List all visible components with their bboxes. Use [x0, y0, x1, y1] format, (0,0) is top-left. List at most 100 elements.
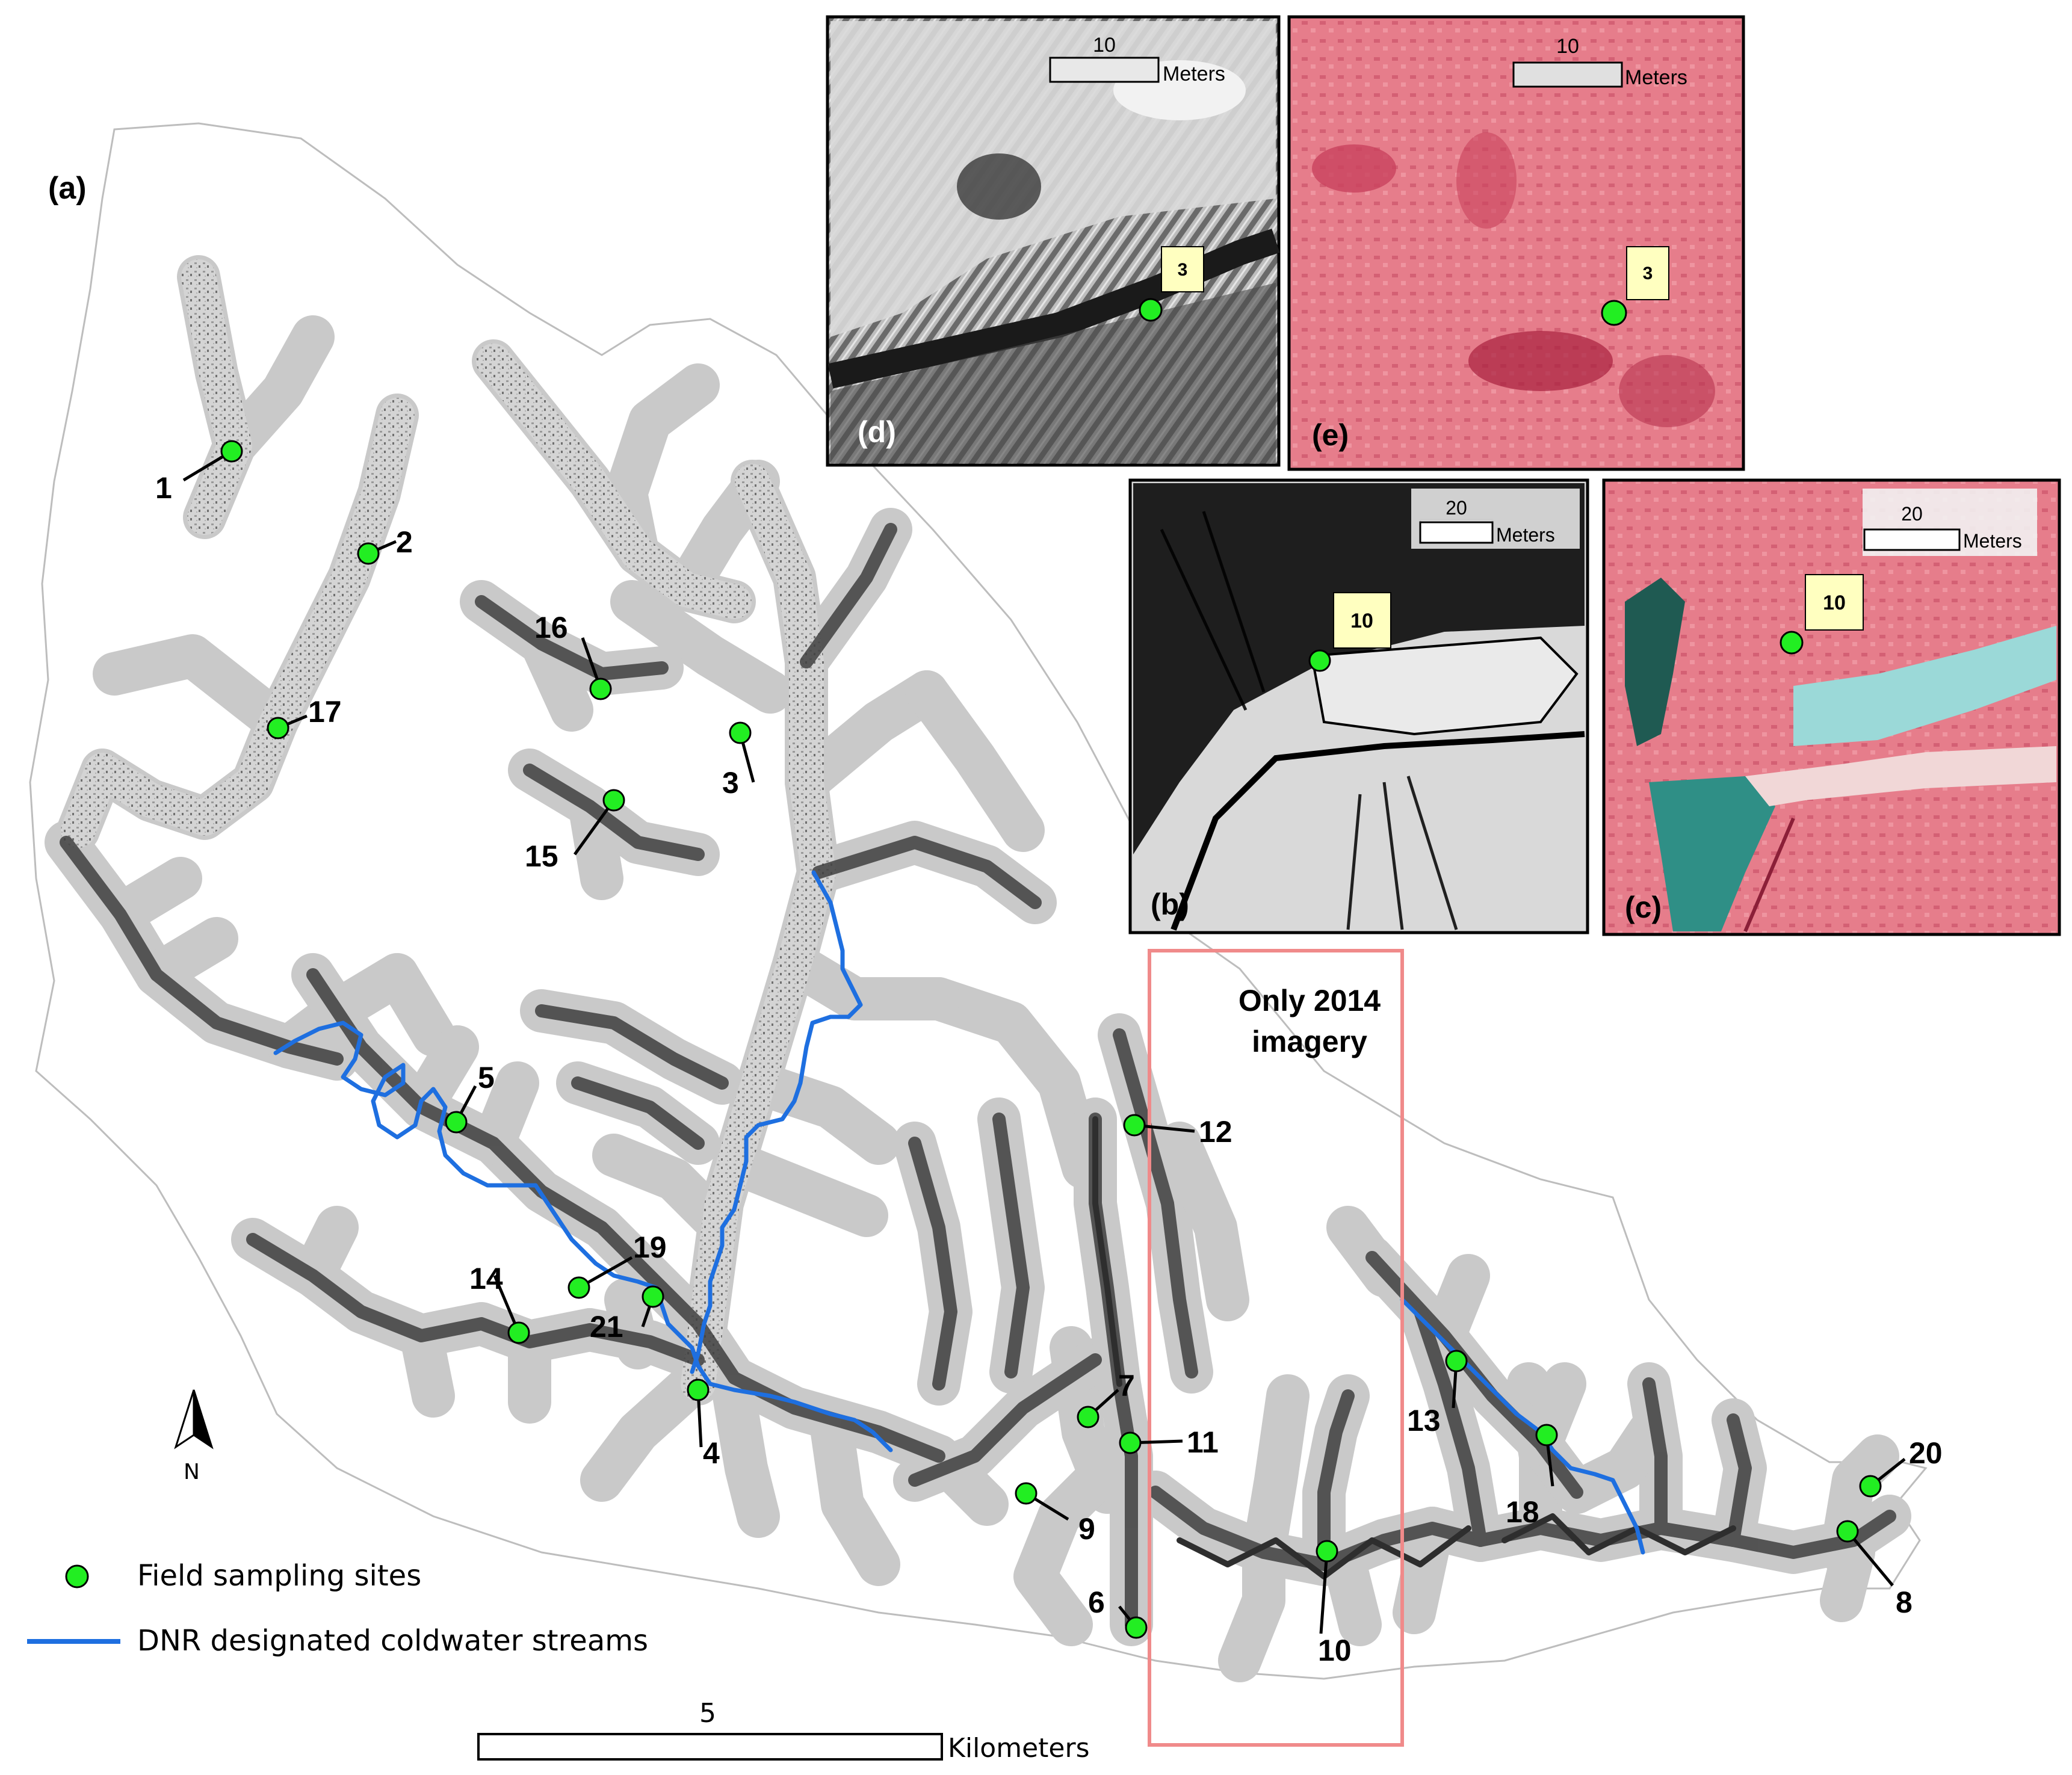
region-label-line1: Only 2014	[1239, 984, 1381, 1017]
site-9: 9	[1015, 1482, 1095, 1546]
inset-d-scale-value: 10	[1093, 34, 1116, 57]
inset-c-site-marker	[1780, 631, 1804, 655]
site-12: 12	[1123, 1114, 1232, 1149]
site-label: 14	[469, 1262, 503, 1295]
inset-e-scale-value: 10	[1556, 35, 1579, 58]
stream-line	[273, 1020, 893, 1452]
inset-e: 10 Meters 3 (e)	[1287, 15, 1745, 471]
inset-d-label: (d)	[858, 415, 896, 449]
site-marker	[729, 721, 752, 744]
site-6: 6	[1088, 1585, 1148, 1639]
site-21: 21	[590, 1285, 664, 1344]
scale-bar-unit: Kilometers	[948, 1733, 1090, 1764]
site-label: 3	[722, 766, 739, 800]
site-label: 4	[703, 1436, 720, 1470]
site-label: 20	[1909, 1436, 1943, 1470]
inset-d-site-marker	[1139, 298, 1163, 322]
site-marker	[267, 717, 289, 739]
site-label: 10	[1318, 1634, 1352, 1667]
inset-e-label: (e)	[1312, 418, 1349, 452]
site-marker	[602, 789, 625, 812]
inset-d-scale-unit: Meters	[1163, 63, 1225, 85]
inset-b: 20 Meters 10 (b)	[1128, 478, 1589, 934]
stream-line	[690, 870, 863, 1374]
site-1: 1	[155, 440, 243, 505]
site-label: 5	[478, 1061, 495, 1094]
site-14: 14	[469, 1262, 530, 1344]
site-18: 18	[1506, 1424, 1558, 1529]
valley-network	[45, 255, 1911, 1682]
site-marker	[589, 678, 612, 700]
inset-e-site-label: 3	[1643, 264, 1653, 283]
site-label: 2	[396, 525, 413, 559]
site-17: 17	[267, 695, 342, 739]
site-11: 11	[1119, 1425, 1219, 1459]
site-marker	[220, 440, 243, 463]
site-7: 7	[1077, 1369, 1135, 1428]
north-arrow: N	[174, 1389, 214, 1484]
site-marker	[1836, 1520, 1859, 1543]
inset-b-site-marker	[1308, 649, 1331, 672]
site-marker	[567, 1276, 590, 1299]
inset-c-site-label: 10	[1823, 591, 1846, 614]
scale-bar: 5 Kilometers	[477, 1698, 1090, 1764]
site-marker	[642, 1285, 664, 1308]
site-marker	[1316, 1540, 1338, 1563]
site-label: 11	[1187, 1425, 1219, 1459]
scale-bar-box	[477, 1733, 943, 1761]
site-label: 17	[308, 695, 342, 729]
site-13: 13	[1407, 1350, 1468, 1437]
site-marker	[1077, 1406, 1099, 1428]
site-marker	[1015, 1482, 1038, 1505]
site-4: 4	[687, 1378, 720, 1470]
only-2014-imagery-box	[1148, 949, 1404, 1747]
inset-c-scale-value: 20	[1901, 503, 1923, 525]
inset-e-site-marker	[1601, 300, 1627, 326]
site-label: 13	[1407, 1404, 1441, 1437]
site-label: 16	[534, 611, 568, 644]
site-16: 16	[534, 611, 612, 700]
inset-c: 20 Meters 10 (c)	[1602, 478, 2061, 936]
site-marker	[445, 1111, 468, 1134]
site-marker	[1859, 1475, 1882, 1498]
site-label: 21	[590, 1310, 623, 1344]
site-label: 1	[155, 471, 172, 505]
legend: Field sampling sites DNR designated cold…	[27, 1559, 648, 1658]
site-10: 10	[1316, 1540, 1352, 1667]
site-15: 15	[525, 789, 625, 873]
panel-a-label: (a)	[48, 171, 87, 206]
site-20: 20	[1859, 1436, 1943, 1498]
inset-e-scale-unit: Meters	[1625, 66, 1687, 89]
site-marker	[1125, 1616, 1148, 1639]
site-label: 7	[1118, 1369, 1135, 1403]
scale-bar-value: 5	[699, 1698, 716, 1729]
site-3: 3	[722, 721, 755, 800]
site-label: 6	[1088, 1585, 1105, 1619]
site-label: 9	[1078, 1512, 1095, 1546]
site-marker	[1119, 1431, 1142, 1454]
inset-c-label: (c)	[1625, 891, 1662, 924]
site-19: 19	[567, 1230, 667, 1299]
sampling-sites: 1 2 17 16 3 15 5	[155, 440, 1943, 1667]
site-marker	[1445, 1350, 1468, 1372]
inset-d-site-label: 3	[1178, 260, 1188, 280]
site-5: 5	[445, 1061, 495, 1134]
inset-d: 10 Meters 3 (d)	[826, 15, 1281, 467]
site-label: 18	[1506, 1495, 1539, 1529]
site-marker	[1123, 1114, 1146, 1137]
site-2: 2	[357, 525, 413, 565]
site-marker	[507, 1321, 530, 1344]
inset-b-scale-value: 20	[1446, 497, 1467, 519]
site-marker	[1535, 1424, 1558, 1446]
inset-b-label: (b)	[1151, 887, 1189, 921]
legend-site-symbol	[65, 1564, 89, 1588]
site-marker	[687, 1378, 710, 1401]
inset-b-site-label: 10	[1350, 610, 1373, 632]
site-label: 15	[525, 839, 558, 873]
region-label-line2: imagery	[1252, 1025, 1367, 1058]
north-arrow-label: N	[184, 1460, 200, 1484]
site-label: 12	[1199, 1115, 1232, 1149]
legend-sites-label: Field sampling sites	[137, 1559, 421, 1593]
